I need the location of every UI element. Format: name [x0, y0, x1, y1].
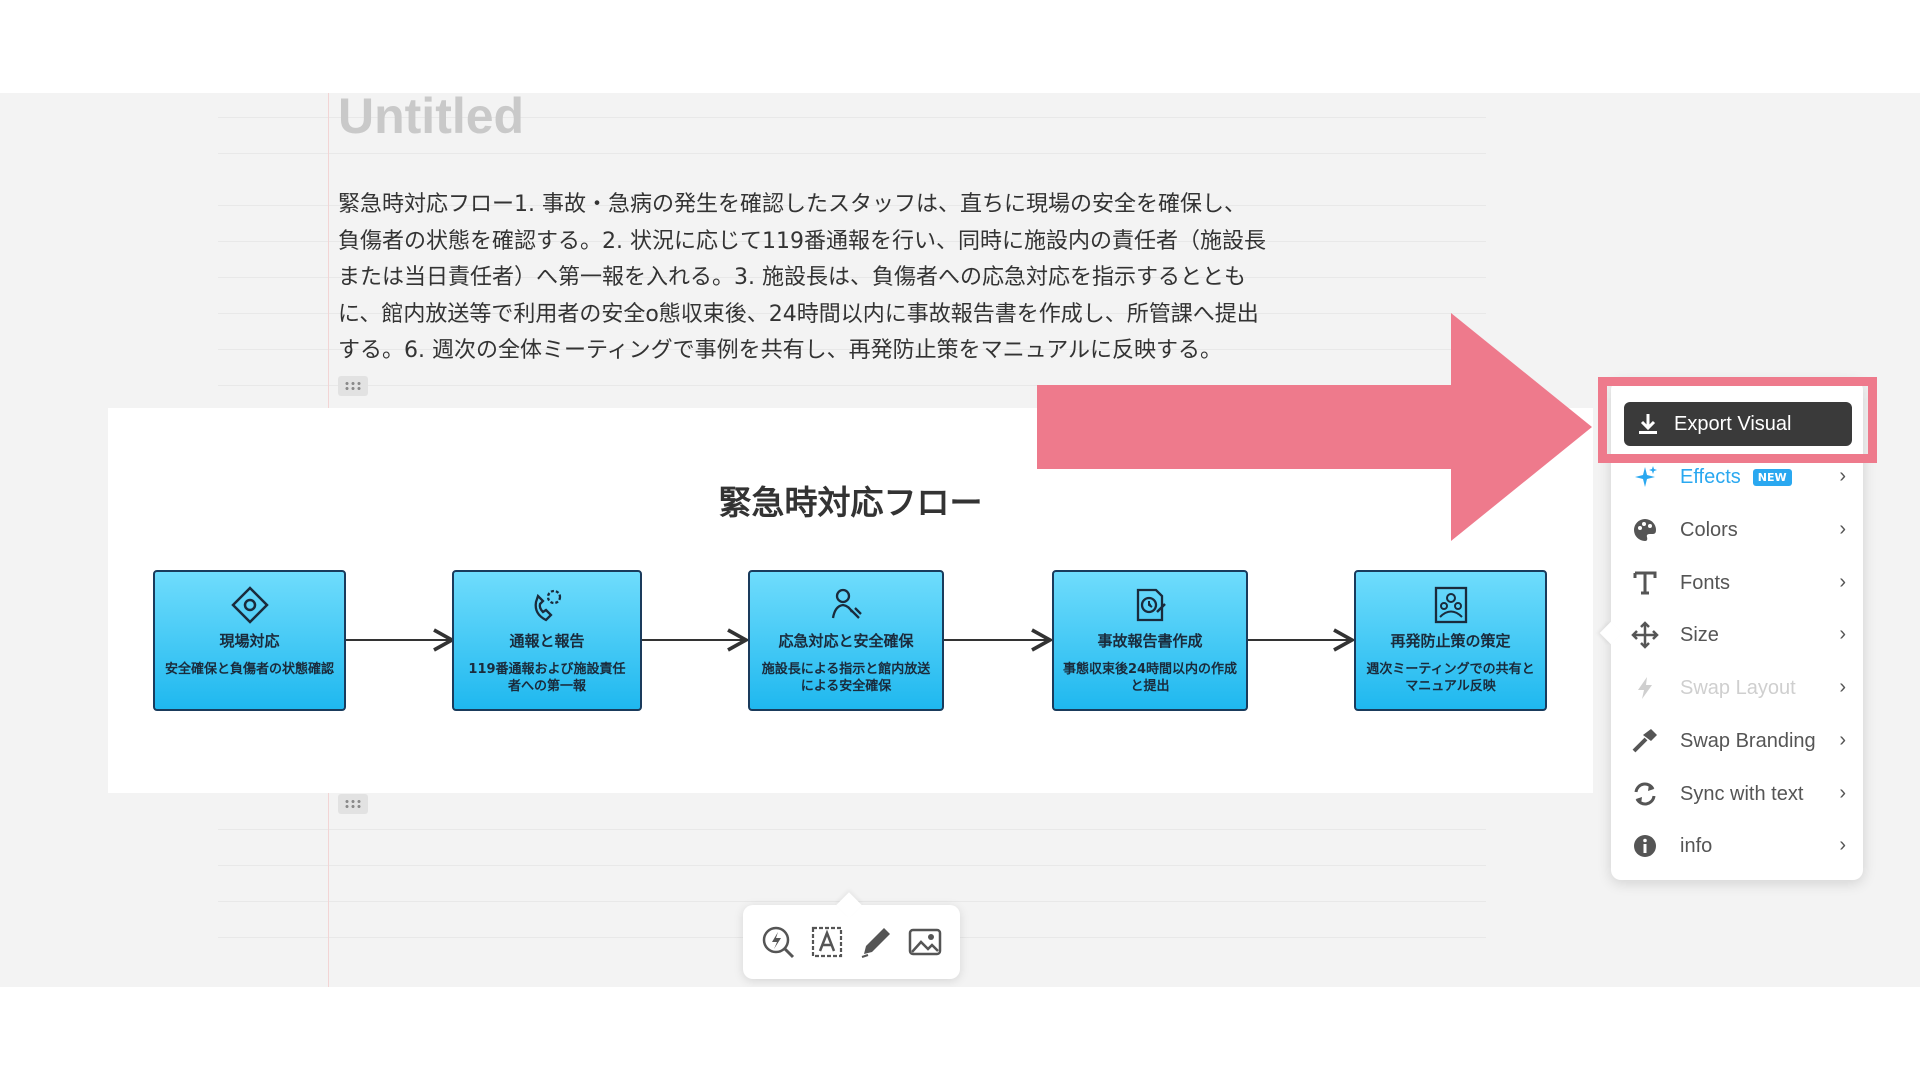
- flow-step-2[interactable]: 通報と報告 119番通報および施設責任者への第一報: [452, 570, 642, 711]
- sparkle-icon: [1630, 462, 1660, 492]
- step-description: 週次ミーティングでの共有とマニュアル反映: [1366, 662, 1535, 694]
- person-care-icon: [831, 588, 862, 619]
- body-line: 負傷者の状態を確認する。2. 状況に応じて119番通報を行い、同時に施設内の責任…: [338, 228, 1266, 254]
- chevron-right-icon: ›: [1839, 834, 1846, 856]
- text-box-button[interactable]: [807, 922, 847, 962]
- chevron-right-icon: ›: [1839, 623, 1846, 645]
- menu-item-info[interactable]: info ›: [1624, 826, 1852, 866]
- flow-step-5[interactable]: 再発防止策の策定 週次ミーティングでの共有とマニュアル反映: [1354, 570, 1547, 711]
- chevron-right-icon: ›: [1839, 782, 1846, 804]
- body-line: する。6. 週次の全体ミーティングで事例を共有し、再発防止策をマニュアルに反映す…: [338, 338, 1223, 363]
- step-title: 事故報告書作成: [1097, 632, 1203, 650]
- visual-title: 緊急時対応フロー: [718, 483, 983, 522]
- flow-step-4[interactable]: 事故報告書作成 事態収束後24時間以内の作成と提出: [1052, 570, 1248, 711]
- rule-line: [218, 865, 1486, 866]
- image-button[interactable]: [905, 922, 945, 962]
- visual-card[interactable]: 緊急時対応フロー 現場対応 安全確保と負傷者の状態確認: [108, 408, 1593, 793]
- body-line: 緊急時対応フロー1. 事故・急病の発生を確認したスタッフは、直ちに現場の安全を確…: [338, 192, 1246, 217]
- visual-mini-toolbar: [743, 892, 960, 979]
- menu-item-effects[interactable]: Effects NEW ›: [1624, 457, 1852, 497]
- annotation-arrow: [1037, 313, 1592, 541]
- lightning-icon: [1630, 673, 1660, 703]
- grip-icon: [344, 799, 362, 809]
- rule-line: [218, 241, 1486, 242]
- export-visual-button[interactable]: Export Visual: [1624, 402, 1852, 446]
- menu-item-swap-layout[interactable]: Swap Layout ›: [1624, 668, 1852, 708]
- menu-item-label: info: [1680, 834, 1713, 857]
- block-drag-handle[interactable]: [338, 376, 368, 396]
- image-icon: [909, 928, 942, 956]
- chevron-right-icon: ›: [1839, 518, 1846, 540]
- rule-line: [218, 829, 1486, 830]
- chevron-right-icon: ›: [1839, 676, 1846, 698]
- step-description: 事態収束後24時間以内の作成と提出: [1062, 662, 1238, 694]
- step-title: 再発防止策の策定: [1390, 632, 1511, 650]
- menu-item-colors[interactable]: Colors ›: [1624, 510, 1852, 550]
- editor-canvas: Untitled 緊急時対応フロー1. 事故・急病の発生を確認したスタッフは、直…: [0, 93, 1920, 987]
- rule-line: [218, 277, 1486, 278]
- rule-line: [218, 385, 1486, 386]
- step-title: 応急対応と安全確保: [778, 632, 914, 650]
- step-description: 安全確保と負傷者の状態確認: [164, 662, 334, 677]
- chevron-right-icon: ›: [1839, 571, 1846, 593]
- flow-step-1[interactable]: 現場対応 安全確保と負傷者の状態確認: [153, 570, 346, 711]
- lightning-search-button[interactable]: [758, 922, 798, 962]
- visual-options-menu: Export Visual Effects NEW › Colors › Fon…: [1599, 380, 1863, 880]
- menu-item-size[interactable]: Size ›: [1624, 615, 1852, 655]
- download-icon: [1639, 414, 1657, 434]
- chevron-right-icon: ›: [1839, 729, 1846, 751]
- step-description: 119番通報および施設責任者への第一報: [468, 662, 626, 694]
- pencil-button[interactable]: [856, 922, 896, 962]
- body-line: または当日責任者）へ第一報を入れる。3. 施設長は、負傷者への応急対応を指示する…: [338, 265, 1246, 290]
- document-clock-icon: [1136, 588, 1166, 622]
- font-t-icon: [1630, 568, 1660, 598]
- lightning-search-icon: [762, 926, 794, 959]
- document-title[interactable]: Untitled: [338, 93, 525, 144]
- body-line: に、館内放送等で利用者の安全o態収束後、24時間以内に事故報告書を作成し、所管課…: [338, 301, 1259, 327]
- menu-item-label: Effects: [1680, 465, 1741, 488]
- sync-icon: [1630, 779, 1660, 809]
- menu-item-fonts[interactable]: Fonts ›: [1624, 563, 1852, 603]
- document-body[interactable]: 緊急時対応フロー1. 事故・急病の発生を確認したスタッフは、直ちに現場の安全を確…: [338, 187, 1378, 370]
- toolbar-caret: [836, 892, 862, 918]
- rule-line: [218, 153, 1486, 154]
- menu-item-sync-with-text[interactable]: Sync with text ›: [1624, 774, 1852, 814]
- team-frame-icon: [1434, 586, 1467, 624]
- chevron-right-icon: ›: [1839, 465, 1846, 487]
- new-badge: NEW: [1752, 468, 1792, 486]
- block-drag-handle[interactable]: [338, 794, 368, 814]
- menu-item-label: Fonts: [1680, 571, 1731, 594]
- annotation-highlight-box: [1598, 377, 1877, 463]
- text-box-icon: [811, 926, 842, 958]
- step-description: 施設長による指示と館内放送による安全確保: [761, 662, 931, 694]
- info-icon: [1630, 831, 1660, 861]
- rule-line: [218, 313, 1486, 314]
- menu-item-label: Swap Layout: [1680, 676, 1796, 699]
- pencil-icon: [861, 928, 891, 958]
- menu-item-label: Swap Branding: [1680, 729, 1816, 752]
- step-title: 通報と報告: [509, 632, 585, 650]
- phone-call-icon: [534, 589, 562, 622]
- rule-line: [218, 205, 1486, 206]
- flow-step-3[interactable]: 応急対応と安全確保 施設長による指示と館内放送による安全確保: [748, 570, 944, 711]
- rule-line: [218, 349, 1486, 350]
- menu-item-label: Colors: [1680, 518, 1738, 541]
- menu-item-label: Sync with text: [1680, 782, 1804, 805]
- rule-line: [218, 117, 1486, 118]
- menu-item-swap-branding[interactable]: Swap Branding ›: [1624, 721, 1852, 761]
- move-arrows-icon: [1630, 620, 1660, 650]
- diamond-target-icon: [230, 586, 269, 624]
- hammer-icon: [1630, 726, 1660, 756]
- grip-icon: [344, 381, 362, 391]
- palette-icon: [1630, 515, 1660, 545]
- step-title: 現場対応: [219, 632, 280, 650]
- export-visual-label: Export Visual: [1674, 412, 1792, 435]
- menu-item-label: Size: [1680, 623, 1719, 646]
